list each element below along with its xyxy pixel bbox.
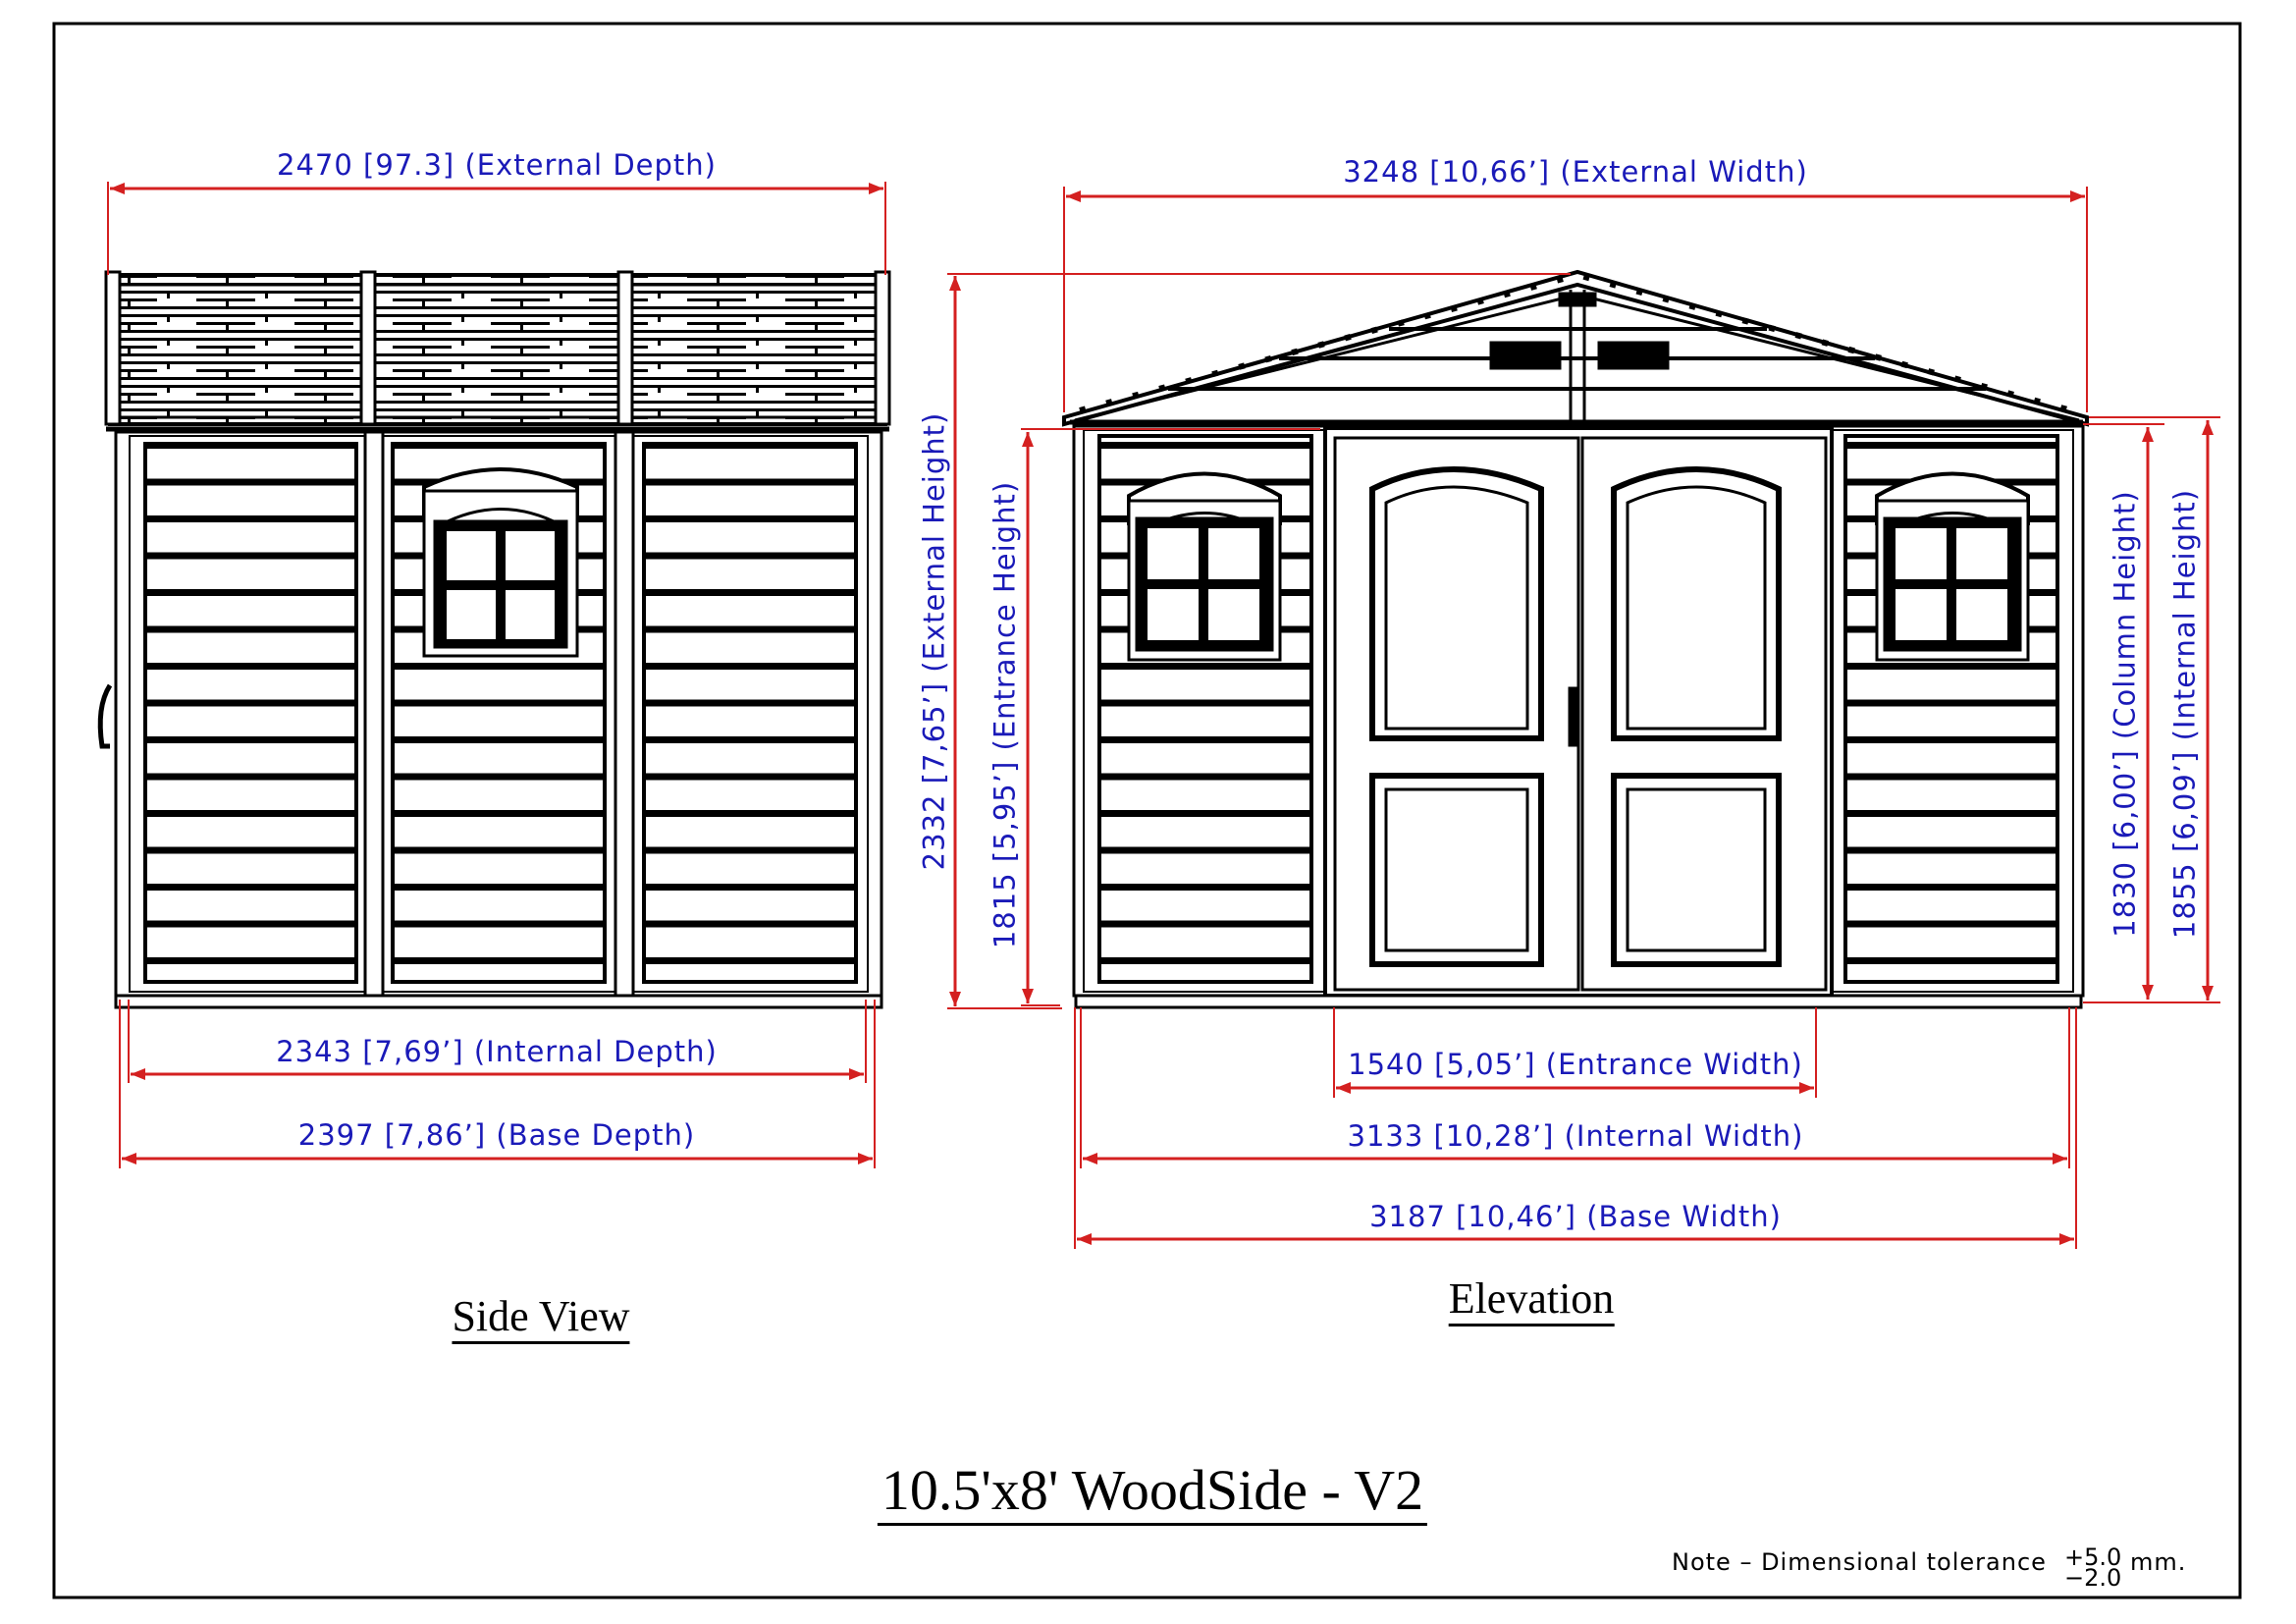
entrance-height-label: 1815 [5,95’] (Entrance Height): [988, 480, 1022, 949]
elevation-dimensions: [947, 187, 2220, 1249]
side-window: [422, 467, 579, 658]
external-height-label: 2332 [7,65’] (External Height): [917, 411, 951, 871]
side-view-drawing: [97, 270, 891, 1009]
tolerance-plus: +5.0: [2064, 1543, 2122, 1571]
tolerance-note: Note – Dimensional tolerance: [1672, 1548, 2047, 1576]
side-view-dimensions: [107, 182, 886, 1168]
elevation-window-right: [1875, 471, 2030, 662]
internal-depth-label: 2343 [7,69’] (Internal Depth): [276, 1035, 718, 1068]
elevation-caption: Elevation: [1448, 1275, 1615, 1327]
drawing-border: [52, 22, 2242, 1599]
external-width-label: 3248 [10,66’] (External Width): [1343, 155, 1808, 189]
tolerance-minus: −2.0: [2064, 1564, 2122, 1592]
elevation-drawing: [1062, 269, 2089, 1009]
vent-right: [1597, 341, 1670, 370]
column-height-label: 1830 [6,00’] (Column Height): [2108, 490, 2142, 938]
drawing-title: 10.5'x8' WoodSide - V2: [877, 1460, 1428, 1526]
internal-width-label: 3133 [10,28’] (Internal Width): [1347, 1119, 1804, 1153]
vent-left: [1489, 341, 1562, 370]
elevation-window-left: [1127, 471, 1282, 662]
external-depth-label: 2470 [97.3] (External Depth): [277, 148, 717, 182]
door-handle: [1568, 686, 1579, 747]
side-view-caption: Side View: [452, 1293, 630, 1345]
internal-height-label: 1855 [6,09’] (Internal Height): [2167, 488, 2202, 940]
door-right: [1580, 436, 1828, 992]
base-depth-label: 2397 [7,86’] (Base Depth): [297, 1118, 696, 1152]
entrance-width-label: 1540 [5,05’] (Entrance Width): [1348, 1048, 1803, 1081]
tolerance-unit: mm.: [2130, 1548, 2187, 1576]
door-left: [1333, 436, 1580, 992]
base-width-label: 3187 [10,46’] (Base Width): [1369, 1200, 1782, 1233]
